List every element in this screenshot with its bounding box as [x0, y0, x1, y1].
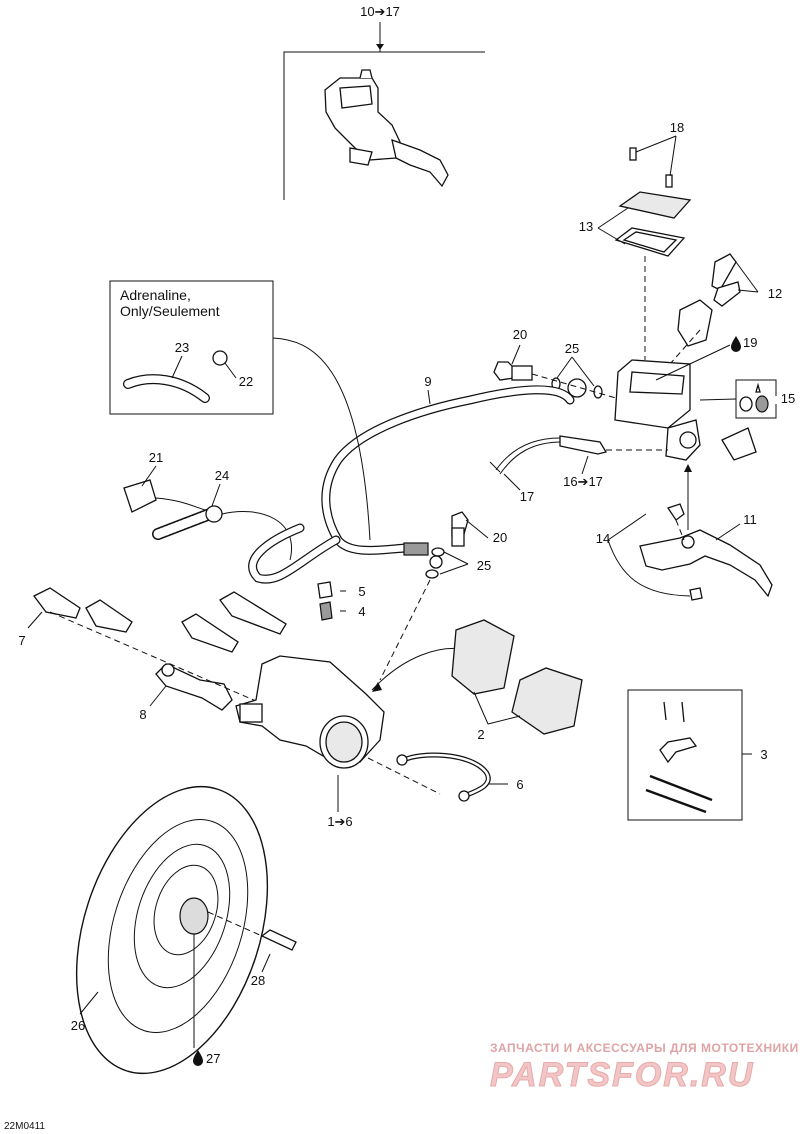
callout-20-top: 20 — [513, 327, 527, 342]
brake-lever — [607, 464, 773, 601]
oil-drop-icon — [731, 336, 741, 352]
caliper-bracket — [49, 611, 301, 721]
brake-caliper — [235, 648, 477, 812]
callout-1-6: 1➔6 — [327, 814, 352, 829]
callout-8: 8 — [139, 707, 146, 722]
banjo-bolt-washers-lower — [379, 511, 489, 681]
callout-25-lower: 25 — [477, 558, 491, 573]
clamp-bolts-group — [669, 253, 759, 365]
callout-13: 13 — [579, 219, 593, 234]
callout-3: 3 — [760, 747, 767, 762]
callout-12: 12 — [768, 286, 782, 301]
brake-light-switch — [489, 435, 668, 491]
callout-14: 14 — [596, 531, 610, 546]
callout-18: 18 — [670, 120, 684, 135]
pin-kit-box — [627, 689, 752, 821]
oil-drop-icon — [193, 1050, 203, 1066]
callout-11: 11 — [743, 512, 757, 527]
callout-17: 17 — [520, 489, 534, 504]
callout-23: 23 — [175, 340, 189, 355]
watermark-brand: PARTSFOR.RU — [490, 1056, 754, 1094]
hose-guide-spring — [123, 465, 341, 584]
brake-hose — [321, 385, 575, 556]
callout-4: 4 — [358, 604, 365, 619]
callout-16-17: 16➔17 — [563, 474, 603, 489]
callout-19: 19 — [743, 335, 757, 350]
callout-6: 6 — [516, 777, 523, 792]
callout-21: 21 — [149, 450, 163, 465]
bleeder-cap-screw — [317, 581, 346, 621]
caliper-bolts — [27, 587, 287, 653]
brake-disc — [75, 785, 269, 1075]
callout-28: 28 — [251, 973, 265, 988]
protective-cap — [721, 427, 757, 461]
inset-title-line1: Adrenaline, — [120, 287, 191, 303]
caliper-line — [367, 752, 508, 802]
callout-9: 9 — [424, 374, 431, 389]
callout-26: 26 — [71, 1018, 85, 1033]
master-cylinder-assembly-top — [283, 22, 485, 200]
disc-pin — [207, 911, 297, 973]
brake-pads — [451, 619, 583, 735]
item-15-group — [699, 379, 777, 419]
callout-27: 27 — [206, 1051, 220, 1066]
callout-2: 2 — [477, 727, 484, 742]
adrenaline-inset — [109, 280, 371, 541]
diagram-id: 22M0411 — [4, 1121, 45, 1132]
callout-20-lower: 20 — [493, 530, 507, 545]
reservoir-cover-group — [597, 135, 692, 360]
callout-15: 15 — [781, 391, 795, 406]
watermark-tagline: ЗАПЧАСТИ И АКСЕССУАРЫ ДЛЯ МОТОТЕХНИКИ — [490, 1041, 799, 1055]
callout-22: 22 — [239, 374, 253, 389]
inset-title-line2: Only/Seulement — [120, 303, 220, 319]
callout-25-top: 25 — [565, 341, 579, 356]
callout-10-17: 10➔17 — [360, 4, 400, 19]
callout-5: 5 — [358, 584, 365, 599]
master-cylinder-body — [614, 344, 731, 461]
callout-7: 7 — [18, 633, 25, 648]
banjo-bolt-washers-top — [493, 344, 617, 399]
callout-24: 24 — [215, 468, 229, 483]
